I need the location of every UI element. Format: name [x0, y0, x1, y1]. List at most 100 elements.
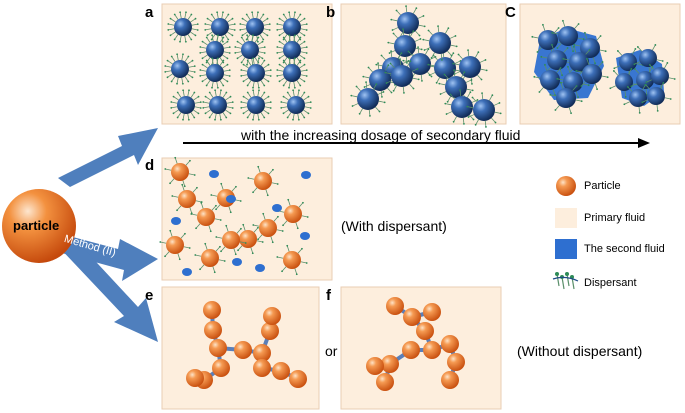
- dispersant-strand: [222, 54, 228, 59]
- dispersant-head: [204, 95, 207, 98]
- dispersant-strand: [193, 96, 199, 101]
- orange-particle: [259, 219, 277, 237]
- dispersant-strand: [200, 51, 207, 54]
- dispersant-strand: [246, 34, 251, 40]
- dispersant-strand: [235, 51, 242, 54]
- dispersant-strand: [203, 106, 210, 109]
- dispersant-head: [626, 86, 629, 88]
- dispersant-strand: [279, 18, 285, 23]
- dispersant-head: [594, 62, 596, 65]
- dispersant-head: [417, 46, 419, 49]
- dispersant-head: [176, 116, 179, 119]
- orange-particle: [441, 335, 459, 353]
- blue-particle: [206, 41, 224, 59]
- dispersant-strand: [251, 58, 254, 65]
- legend-particle-label: Particle: [584, 180, 621, 192]
- dispersant-head: [246, 34, 249, 37]
- dispersant-strand: [219, 60, 224, 66]
- dispersant-strand: [177, 253, 181, 260]
- orange-particle: [272, 362, 290, 380]
- dispersant-head: [295, 273, 298, 276]
- dispersant-head: [427, 63, 430, 66]
- dispersant-head: [205, 59, 208, 62]
- dispersant-strand: [287, 92, 292, 98]
- dispersant-strand: [254, 57, 259, 63]
- blue-particle: [580, 38, 600, 58]
- orange-particle: [253, 359, 271, 377]
- method-2-arrow: [54, 232, 158, 281]
- dispersant-head: [211, 57, 214, 60]
- dispersant-head: [215, 236, 218, 238]
- dispersant-strand: [199, 264, 205, 270]
- dispersant-head: [377, 62, 379, 65]
- blue-particle: [538, 30, 558, 50]
- dispersant-head: [419, 38, 422, 40]
- dispersant-strand: [610, 85, 616, 89]
- dispersant-strand: [296, 80, 301, 86]
- dispersant-head: [170, 106, 173, 109]
- dispersant-head: [188, 247, 191, 249]
- dispersant-head: [634, 48, 637, 50]
- dispersant-head: [231, 34, 234, 37]
- dispersant-head: [219, 219, 222, 221]
- dispersant-strand: [301, 215, 308, 218]
- dispersant-strand: [624, 101, 630, 105]
- dispersant-head: [236, 40, 239, 43]
- dispersant-strand: [246, 35, 249, 42]
- dispersant-strand: [247, 60, 252, 66]
- dispersant-head: [561, 74, 563, 77]
- dispersant-head: [384, 71, 387, 74]
- dispersant-head: [196, 186, 198, 189]
- dispersant-strand: [479, 59, 486, 63]
- dispersant-strand: [237, 54, 243, 59]
- dispersant-strand: [283, 60, 288, 66]
- dispersant-head: [562, 57, 565, 60]
- dispersant-head: [226, 63, 229, 66]
- dispersant-strand: [219, 113, 222, 120]
- dispersant-head: [257, 11, 259, 14]
- dispersant-head: [280, 106, 283, 109]
- dispersant-head: [204, 28, 207, 31]
- dispersant-strand: [184, 35, 187, 42]
- dispersant-head: [176, 209, 178, 212]
- panel-a-particles: [164, 11, 312, 121]
- dispersant-head: [252, 118, 254, 121]
- dispersant-head: [196, 23, 199, 26]
- dispersant-strand: [283, 14, 288, 20]
- dispersant-strand: [412, 77, 419, 80]
- dispersant-strand: [299, 64, 305, 69]
- second-fluid-droplet: [171, 217, 181, 225]
- blue-particle: [629, 89, 647, 107]
- orange-particle: [423, 341, 441, 359]
- dispersant-head: [263, 52, 266, 54]
- dispersant-strand: [617, 50, 623, 56]
- orange-particle: [289, 370, 307, 388]
- dispersant-head: [204, 112, 207, 115]
- dispersant-head: [191, 59, 194, 62]
- dispersant-head: [630, 85, 633, 88]
- dispersant-head: [365, 81, 367, 84]
- dispersant-head: [536, 51, 539, 53]
- dispersant-strand: [287, 112, 292, 118]
- panel-letter-d: d: [145, 157, 155, 174]
- orange-particle: [186, 369, 204, 387]
- dispersant-strand: [637, 46, 643, 52]
- dispersant-head: [215, 208, 217, 211]
- dispersant-strand: [242, 18, 248, 23]
- dispersant-head: [266, 17, 269, 20]
- dispersant-strand: [592, 57, 596, 64]
- dispersant-head: [452, 120, 455, 123]
- dispersant-head: [197, 112, 200, 115]
- dispersant-head: [644, 84, 647, 86]
- dispersant-head: [572, 50, 574, 53]
- dispersant-strand: [645, 84, 651, 90]
- dispersant-head: [395, 9, 398, 12]
- dispersant-head: [164, 255, 166, 258]
- dispersant-strand: [585, 49, 590, 55]
- dispersant-strand: [224, 14, 229, 20]
- dispersant-strand: [258, 46, 265, 49]
- dispersant-strand: [190, 31, 196, 36]
- dispersant-strand: [241, 69, 248, 72]
- dispersant-head: [402, 59, 405, 62]
